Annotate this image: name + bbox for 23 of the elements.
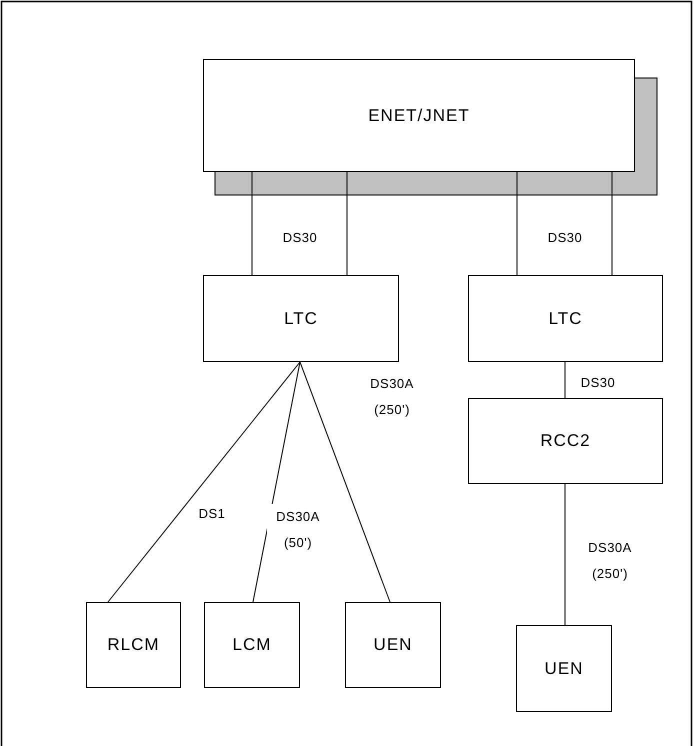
process-box bbox=[516, 625, 612, 712]
process-box bbox=[203, 59, 635, 172]
box-label: UEN bbox=[544, 658, 584, 678]
box-label: RCC2 bbox=[540, 431, 591, 451]
process-box bbox=[86, 602, 181, 688]
connector-line bbox=[346, 172, 348, 276]
process-box bbox=[468, 398, 663, 484]
box-label: UEN bbox=[374, 635, 412, 655]
connector-line bbox=[300, 362, 390, 602]
process-box bbox=[204, 602, 300, 688]
process-box bbox=[203, 275, 399, 362]
connector-line bbox=[252, 362, 300, 602]
box-label: LCM bbox=[232, 635, 272, 655]
connector-line bbox=[108, 362, 300, 602]
connector-line bbox=[516, 172, 518, 276]
box-label: ENET/JNET bbox=[368, 106, 470, 126]
box-label: RLCM bbox=[107, 635, 160, 655]
connector-line bbox=[564, 484, 566, 626]
process-box bbox=[345, 602, 441, 688]
process-box bbox=[468, 275, 663, 362]
connector-line bbox=[564, 362, 566, 398]
box-label: LTC bbox=[548, 308, 582, 328]
box-label: LTC bbox=[284, 308, 318, 328]
